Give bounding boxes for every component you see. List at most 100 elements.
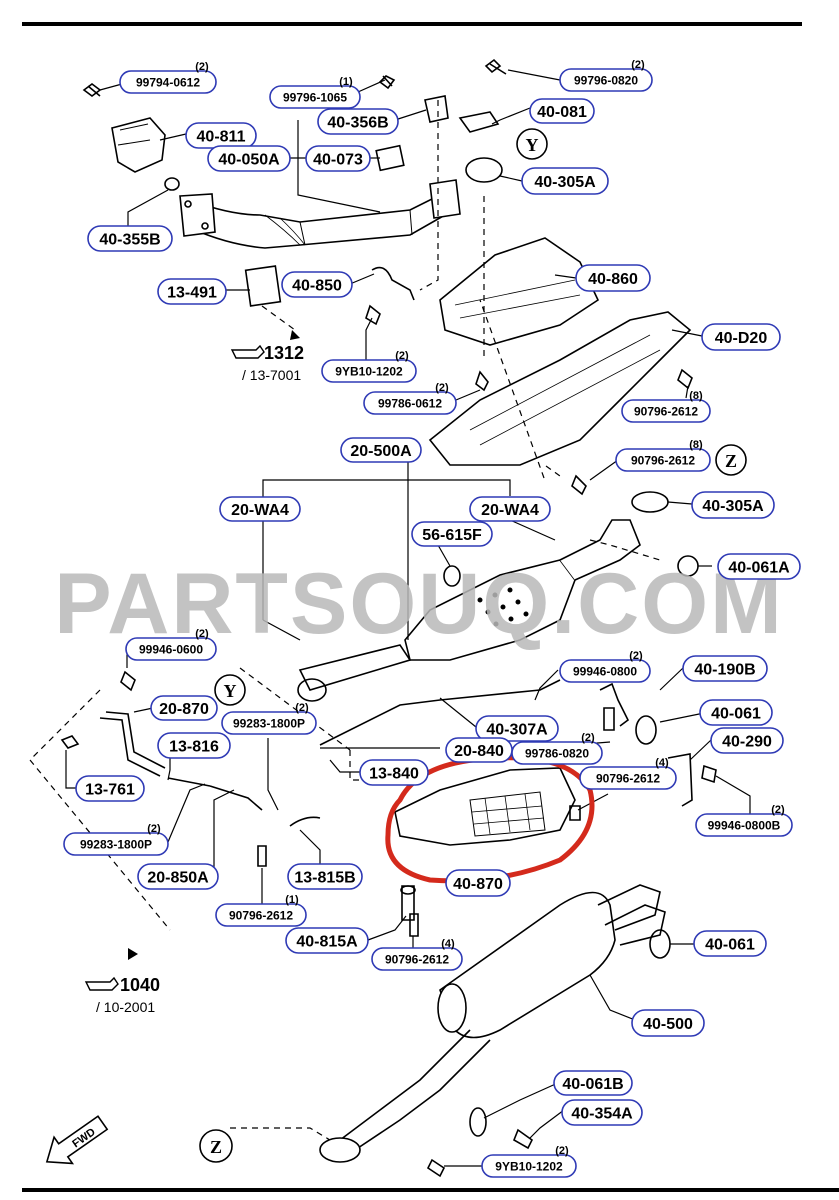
label-text: 20-500A (350, 443, 412, 460)
label-pill (559, 68, 653, 92)
part-label-99796-0820[interactable]: 99796-0820 (2) (559, 59, 653, 92)
part-label-40-307A[interactable]: 40-307A (475, 715, 559, 742)
part-label-90796-2612-b[interactable]: 90796-2612(8) (615, 439, 711, 472)
label-pill (575, 264, 651, 292)
part-labels: 99794-0612(2) 99796-1065(1) 99796-0820 (2) 4… (63, 59, 801, 1178)
label-pill (75, 775, 145, 802)
part-label-40-073[interactable]: 40-073 (305, 145, 371, 172)
heat-shield-40-870 (394, 767, 576, 846)
label-pill (321, 359, 417, 383)
part-label-90796-2612-a[interactable]: 90796-2612(8) (621, 390, 711, 423)
part-label-99946-0600[interactable]: 99946-0600(2) (125, 628, 217, 661)
part-label-99283-1800P-b[interactable]: 99283-1800P (2) (63, 823, 169, 856)
bracket-40-081 (458, 111, 500, 133)
label-text: 90796-2612 (634, 404, 698, 418)
part-label-99786-0612[interactable]: 99786-0612(2) (363, 382, 457, 415)
part-label-99283-1800P-a[interactable]: 99283-1800P(2) (221, 702, 317, 735)
part-drawings (60, 58, 717, 1178)
label-text: 99283-1800P (80, 837, 152, 851)
label-pill (281, 271, 353, 298)
part-label-40-860[interactable]: 40-860 (575, 264, 651, 292)
part-label-20-850A[interactable]: 20-850A (137, 863, 219, 890)
part-label-40-290[interactable]: 40-290 (710, 727, 784, 754)
label-text: 40-050A (218, 151, 280, 168)
label-qty: (2) (555, 1145, 569, 1157)
part-label-13-491[interactable]: 13-491 (157, 278, 227, 305)
part-label-40-305A-top[interactable]: 40-305A (521, 167, 609, 195)
marker-Y-top: Y (526, 135, 539, 155)
label-pill (631, 1009, 705, 1037)
heat-shield-40-D20 (428, 311, 692, 466)
label-text: 99946-0800B (708, 818, 781, 832)
part-label-9YB10-1202-bot[interactable]: 9YB10-1202(2) (481, 1145, 577, 1178)
part-label-13-816[interactable]: 13-816 (157, 732, 231, 759)
part-label-40-061-bot[interactable]: 40-061 (693, 930, 767, 957)
part-label-40-500[interactable]: 40-500 (631, 1009, 705, 1037)
label-qty: (2) (147, 823, 161, 835)
ref-1312-number: 1312 (264, 343, 304, 363)
part-label-13-815B[interactable]: 13-815B (287, 863, 363, 890)
label-qty: (2) (631, 59, 645, 71)
part-label-20-840[interactable]: 20-840 (445, 737, 513, 763)
part-label-40-354A[interactable]: 40-354A (561, 1099, 643, 1126)
label-text: 13-840 (369, 765, 419, 782)
label-qty: (4) (441, 938, 455, 950)
marker-Z-mid: Z (725, 451, 737, 471)
gasket-40-073 (375, 144, 405, 172)
part-label-40-061A[interactable]: 40-061A (717, 553, 801, 580)
label-text: 90796-2612 (385, 952, 449, 966)
label-text: 13-761 (85, 781, 135, 798)
circle-markers: Y Z Y Z (199, 128, 747, 1163)
part-label-20-500A[interactable]: 20-500A (340, 437, 422, 463)
label-pill (157, 278, 227, 305)
part-label-40-870[interactable]: 40-870 (445, 869, 511, 897)
fwd-arrow-icon (45, 1115, 109, 1165)
label-pill (621, 399, 711, 423)
part-label-56-615F[interactable]: 56-615F (411, 521, 493, 547)
flange-left (179, 193, 216, 237)
part-label-90796-2612-c[interactable]: 90796-2612(4) (579, 757, 677, 790)
part-label-40-081[interactable]: 40-081 (529, 98, 595, 124)
part-label-99794-0612[interactable]: 99794-0612(2) (119, 61, 217, 94)
part-label-40-061-mid[interactable]: 40-061 (699, 699, 773, 726)
part-label-40-D20[interactable]: 40-D20 (701, 323, 781, 351)
part-label-90796-2612-d[interactable]: 90796-2612(1) (215, 894, 307, 927)
part-label-40-050A[interactable]: 40-050A (207, 145, 291, 172)
label-text: 40-190B (694, 661, 755, 678)
label-qty: (2) (395, 350, 409, 362)
part-label-40-061B[interactable]: 40-061B (553, 1070, 633, 1096)
label-text: 99796-0820 (574, 73, 638, 87)
part-label-90796-2612-e[interactable]: 90796-2612 (4) (371, 938, 463, 971)
part-label-9YB10-1202-top[interactable]: 9YB10-1202(2) (321, 350, 417, 383)
part-label-40-190B[interactable]: 40-190B (682, 655, 768, 682)
label-pill (150, 695, 218, 721)
part-label-40-305A-mid[interactable]: 40-305A (691, 491, 775, 519)
label-pill (553, 1070, 633, 1096)
part-label-40-850[interactable]: 40-850 (281, 271, 353, 298)
label-qty: (2) (195, 628, 209, 640)
part-label-20-870[interactable]: 20-870 (150, 695, 218, 721)
sensor-pipe-20-840 (319, 679, 561, 746)
part-label-99786-0820[interactable]: 99786-0820(2) (511, 732, 603, 765)
part-label-99796-1065[interactable]: 99796-1065(1) (269, 76, 361, 109)
gasket-13-491 (244, 265, 282, 307)
label-pill (411, 521, 493, 547)
part-label-99946-0800B[interactable]: 99946-0800B(2) (695, 804, 793, 837)
part-label-13-840[interactable]: 13-840 (359, 759, 429, 786)
label-pill (340, 437, 422, 463)
fwd-arrow: FWD (45, 1115, 109, 1165)
part-label-40-811[interactable]: 40-811 (185, 122, 257, 149)
reference-1312[interactable]: 1312 / 13-7001 (230, 343, 304, 383)
part-label-13-761[interactable]: 13-761 (75, 775, 145, 802)
label-text: 90796-2612 (229, 908, 293, 922)
part-label-99946-0800[interactable]: 99946-0800(2) (559, 650, 651, 683)
reference-1040[interactable]: 1040 / 10-2001 (84, 975, 160, 1015)
part-label-20-WA4-right[interactable]: 20-WA4 (469, 496, 551, 522)
part-label-40-355B[interactable]: 40-355B (87, 225, 173, 252)
gasket-40-305A-mid (631, 491, 669, 513)
part-label-40-815A[interactable]: 40-815A (285, 927, 369, 954)
part-label-40-356B[interactable]: 40-356B (317, 108, 399, 135)
marker-Y-left: Y (224, 681, 237, 701)
part-label-20-WA4-left[interactable]: 20-WA4 (219, 496, 301, 522)
label-pill (285, 927, 369, 954)
